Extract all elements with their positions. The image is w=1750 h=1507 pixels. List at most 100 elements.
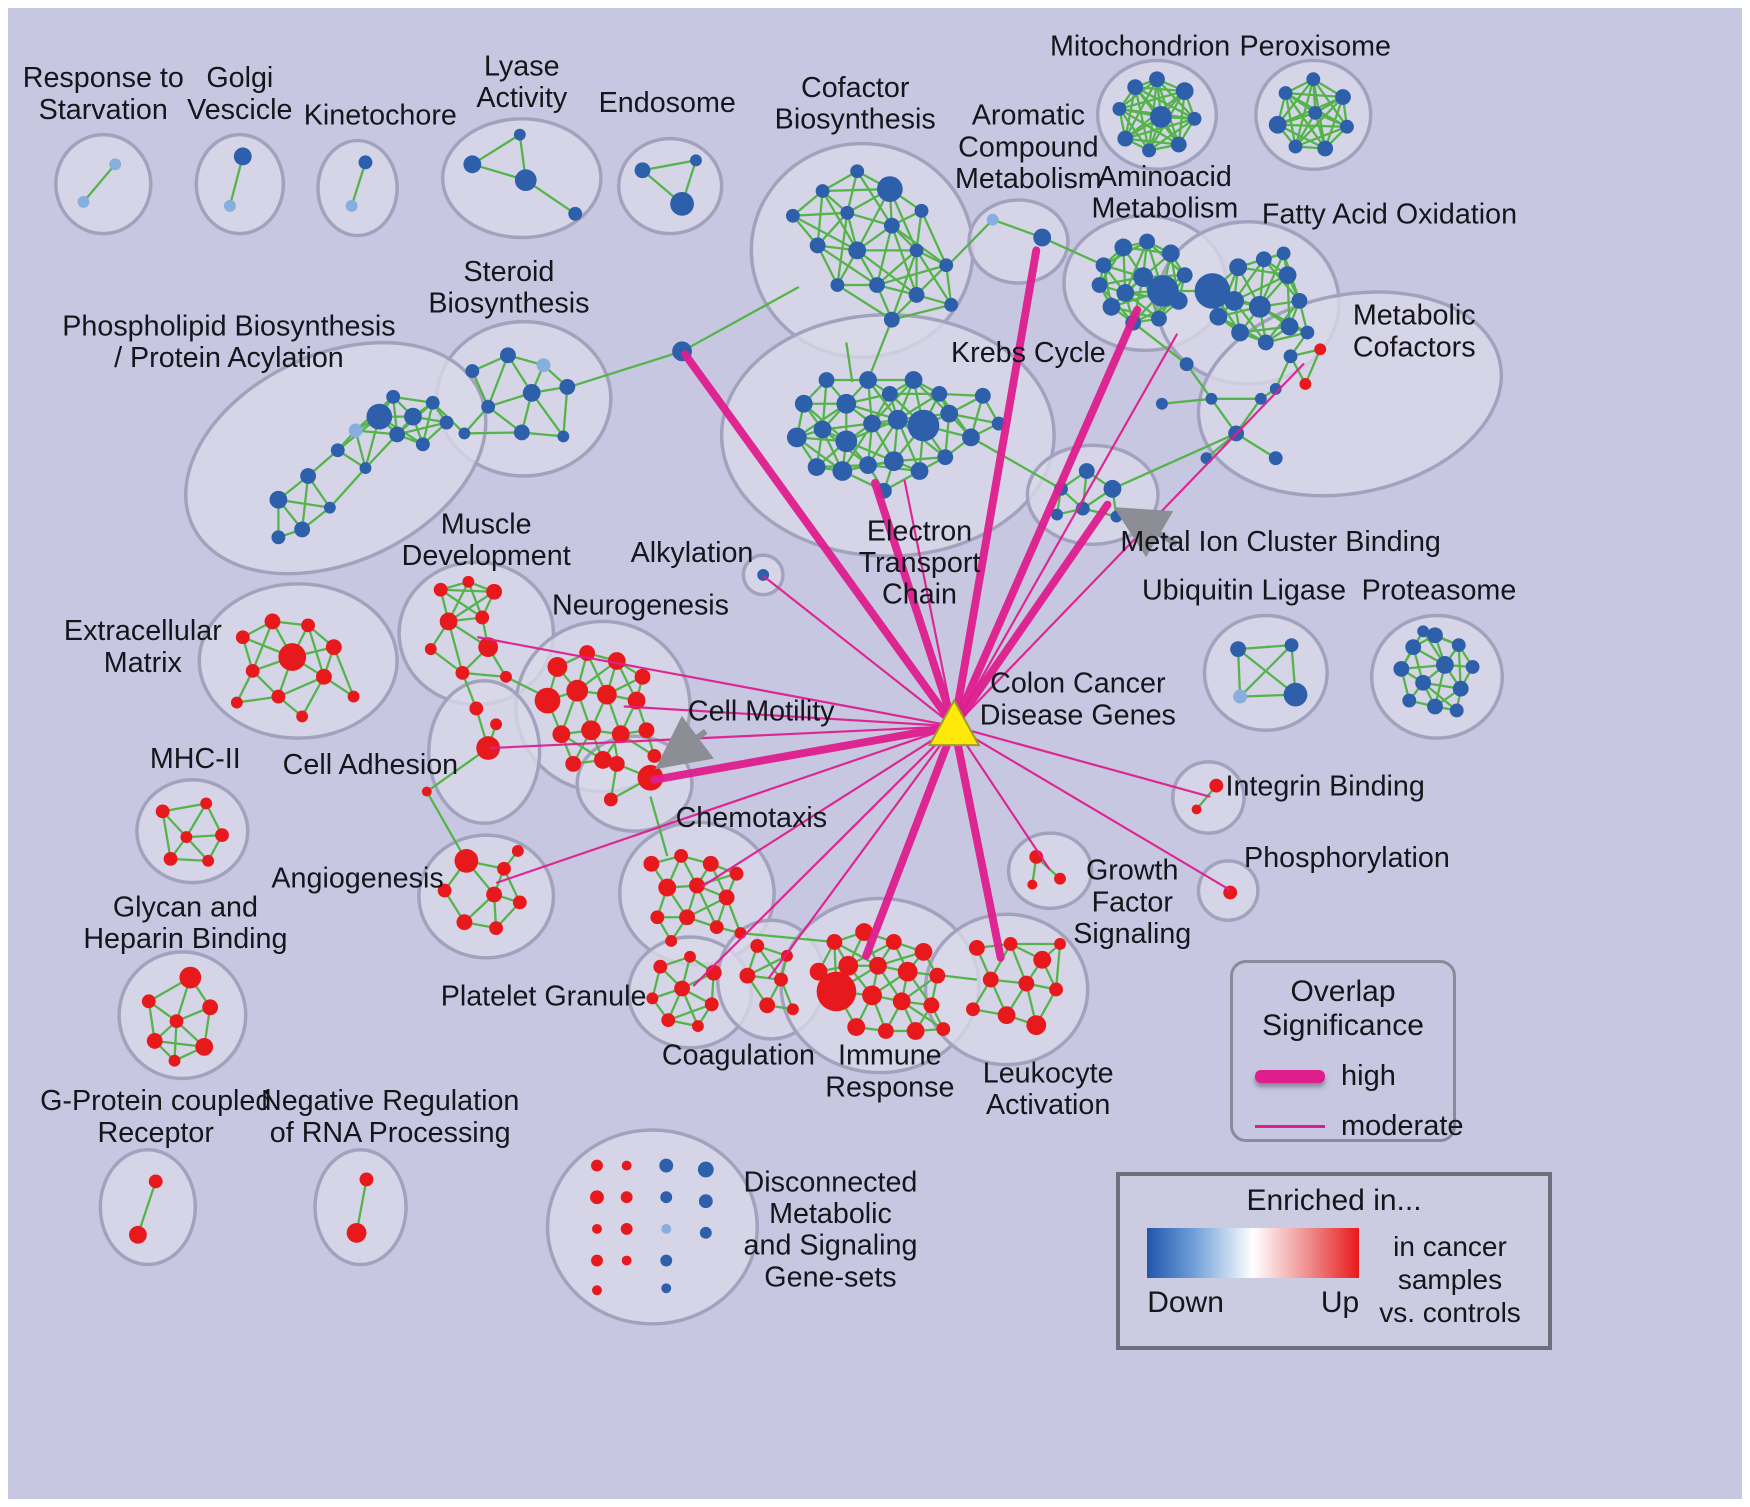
gene-set-node-leukocyte-activation-9 xyxy=(1054,938,1066,950)
overlap-edge-high-1 xyxy=(871,478,959,731)
gene-set-node-lyase-activity-2 xyxy=(514,169,537,192)
inter-cluster-edge-3 xyxy=(845,342,854,383)
gene-set-node-mhc-ii-5 xyxy=(202,854,215,867)
gene-set-node-muscle-development-2 xyxy=(486,583,503,600)
cluster-label-integrin-binding: Integrin Binding xyxy=(1225,771,1424,803)
gene-set-edge-steroid-biosynthesis xyxy=(530,392,565,438)
gene-set-node-proteasome-5 xyxy=(1435,656,1454,674)
gene-set-node-glycan-heparin-binding-1 xyxy=(141,994,156,1009)
gene-set-edge-cofactor-biosynthesis xyxy=(792,214,858,252)
gene-set-node-aminoacid-metabolism-12 xyxy=(1116,284,1135,302)
gene-set-node-glycan-heparin-binding-6 xyxy=(168,1054,181,1067)
gene-set-node-mhc-ii-3 xyxy=(180,831,193,844)
gene-set-node-negative-regulation-rna-0 xyxy=(359,1172,374,1187)
gene-set-node-platelet-granule-0 xyxy=(653,959,668,974)
gene-set-node-ubiquitin-ligase-1 xyxy=(1284,638,1299,653)
cluster-label-krebs-electron-transport: Krebs Cycle xyxy=(951,337,1106,369)
gene-set-node-mitochondrion-5 xyxy=(1117,130,1134,147)
gene-set-node-neurogenesis-8 xyxy=(552,725,571,744)
gene-set-node-glycan-heparin-binding-3 xyxy=(169,1014,184,1029)
cluster-bubble-disconnected-gene-sets xyxy=(545,1128,759,1326)
gene-set-edge-lyase-activity xyxy=(471,133,521,166)
overlap-edge-moderate-18 xyxy=(762,574,956,728)
gene-set-node-growth-factor-signaling-2 xyxy=(1027,879,1038,890)
layer-nodes xyxy=(77,71,1480,1296)
gene-set-edge-cofactor-biosynthesis xyxy=(920,210,948,266)
gene-set-node-cofactor-biosynthesis-1 xyxy=(876,176,903,202)
gene-set-node-fatty-acid-oxidation-10 xyxy=(1248,295,1271,318)
cluster-label-coagulation: Coagulation xyxy=(662,1040,815,1072)
gene-set-node-fatty-acid-oxidation-5 xyxy=(1280,317,1299,336)
gene-set-edge-muscle-development xyxy=(462,671,507,678)
gene-set-node-extracellular-matrix-8 xyxy=(296,710,309,723)
gene-set-node-platelet-granule-5 xyxy=(704,997,719,1012)
gene-set-node-endosome-2 xyxy=(670,192,694,216)
gene-set-node-disconnected-gene-sets-5 xyxy=(621,1160,632,1171)
gene-set-node-chemotaxis-0 xyxy=(643,855,660,872)
gene-set-node-proteasome-0 xyxy=(1427,627,1443,644)
gene-set-node-immune-response-13 xyxy=(847,1018,866,1036)
gene-set-edge-mhc-ii xyxy=(162,802,207,813)
gene-set-edge-mitochondrion xyxy=(1119,90,1185,111)
inter-cluster-edge-1 xyxy=(681,286,800,353)
gene-set-node-immune-response-12 xyxy=(923,997,940,1014)
gene-set-node-angiogenesis-3 xyxy=(486,886,503,903)
gene-set-edge-peroxisome xyxy=(1284,92,1327,150)
gene-set-edge-mitochondrion xyxy=(1134,86,1196,120)
gene-set-edge-cofactor-biosynthesis xyxy=(891,303,952,321)
gene-set-node-growth-factor-signaling-1 xyxy=(1054,872,1066,885)
gene-set-node-neurogenesis-10 xyxy=(611,725,630,744)
gene-set-node-aminoacid-metabolism-2 xyxy=(1139,233,1155,250)
gene-set-node-fatty-acid-oxidation-3 xyxy=(1278,266,1297,285)
overlap-edge-moderate-12 xyxy=(692,725,956,987)
gene-set-node-muscle-development-7 xyxy=(455,665,470,680)
gene-set-node-peroxisome-2 xyxy=(1340,119,1354,134)
gene-set-node-metabolic-cofactors-10 xyxy=(1155,397,1168,410)
gene-set-node-muscle-development-4 xyxy=(475,610,490,625)
gene-set-node-immune-response-16 xyxy=(936,1022,951,1036)
gene-set-node-disconnected-gene-sets-3 xyxy=(591,1254,603,1267)
gene-set-node-steroid-biosynthesis-6 xyxy=(513,424,530,441)
gene-set-node-angiogenesis-1 xyxy=(497,861,511,876)
gene-set-node-leukocyte-activation-2 xyxy=(1033,950,1052,969)
gene-set-node-mitochondrion-7 xyxy=(1127,79,1144,96)
gene-set-node-steroid-biosynthesis-2 xyxy=(536,358,551,373)
gene-set-edge-krebs-electron-transport xyxy=(796,402,847,439)
gene-set-node-coagulation-5 xyxy=(786,1003,799,1016)
gene-set-node-chemotaxis-7 xyxy=(650,910,665,925)
cluster-bubble-ubiquitin-ligase xyxy=(1202,613,1329,732)
gene-set-node-chemotaxis-9 xyxy=(709,920,724,935)
gene-set-node-immune-response-15 xyxy=(906,1022,925,1040)
gene-set-edge-ubiquitin-ligase xyxy=(1237,648,1297,696)
gene-set-node-metal-ion-cluster-binding-4 xyxy=(1110,510,1123,523)
gene-set-node-krebs-electron-transport-3 xyxy=(859,371,877,389)
cluster-bubble-integrin-binding xyxy=(1171,760,1246,835)
gene-set-edge-muscle-development xyxy=(447,590,495,623)
gene-set-edge-cofactor-biosynthesis xyxy=(836,284,893,321)
gene-set-node-lyase-activity-3 xyxy=(568,206,583,221)
gene-set-node-neurogenesis-4 xyxy=(534,687,561,714)
gene-set-node-neurogenesis-7 xyxy=(627,691,646,710)
overlap-edge-high-5 xyxy=(650,722,959,784)
gene-set-edge-extracellular-matrix xyxy=(277,675,325,698)
gene-set-node-metabolic-cofactors-0 xyxy=(1283,349,1298,364)
overlap-edge-moderate-9 xyxy=(489,725,956,750)
gene-set-node-steroid-biosynthesis-4 xyxy=(522,383,541,402)
gene-set-edge-cofactor-biosynthesis xyxy=(876,249,918,286)
gene-set-node-mhc-ii-1 xyxy=(200,797,213,810)
gene-set-node-cofactor-biosynthesis-8 xyxy=(848,241,867,260)
overlap-edge-high-0 xyxy=(681,350,959,731)
gene-set-edge-steroid-biosynthesis xyxy=(464,431,522,435)
gene-set-node-peroxisome-7 xyxy=(1308,105,1323,120)
gene-set-edge-steroid-biosynthesis xyxy=(487,354,510,408)
gene-set-edge-peroxisome xyxy=(1277,123,1347,128)
gene-set-node-chemotaxis-1 xyxy=(674,848,689,863)
gene-set-node-neurogenesis-12 xyxy=(594,751,612,769)
gene-set-node-disconnected-gene-sets-1 xyxy=(590,1190,604,1205)
gene-set-node-disconnected-gene-sets-7 xyxy=(620,1222,633,1235)
gene-set-node-mitochondrion-8 xyxy=(1150,105,1172,128)
